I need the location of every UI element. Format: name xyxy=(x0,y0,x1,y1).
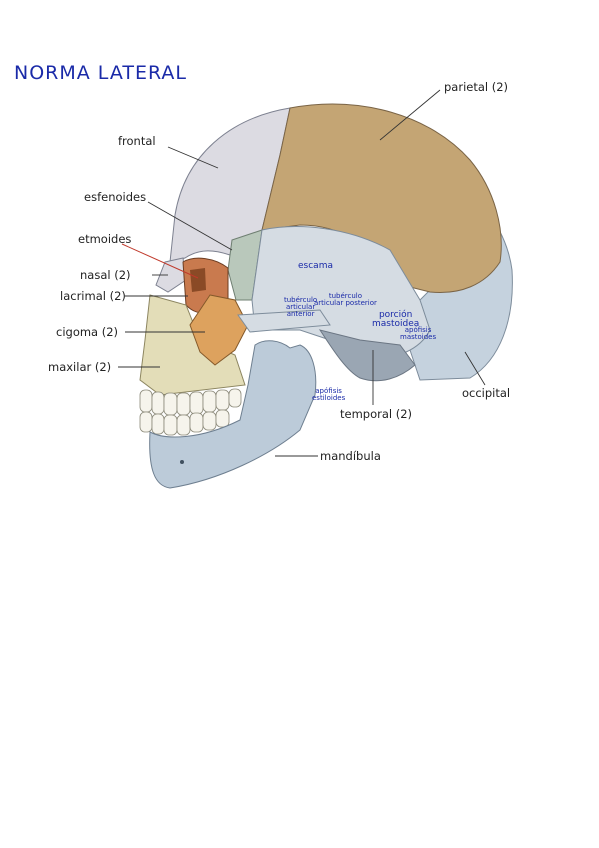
nasal-bone xyxy=(155,257,187,293)
ethmoid-leader-line xyxy=(121,243,199,279)
label-mandibula: mandíbula xyxy=(320,449,381,463)
label-temporal: temporal (2) xyxy=(340,407,413,421)
zygomatic-bone xyxy=(189,294,249,366)
label-etmoides: etmoides xyxy=(78,232,132,246)
zygomatic-arch xyxy=(237,309,331,333)
annotation-apofisis-estiloides: apófisis estiloides xyxy=(312,387,346,402)
annotation-tuberculo-posterior: tubérculo articular posterior xyxy=(314,292,377,307)
maxilla-bone xyxy=(139,294,246,396)
mastoid-region xyxy=(318,329,416,382)
label-esfenoides: esfenoides xyxy=(84,190,147,204)
ethmoid-bone xyxy=(190,268,206,292)
sphenoid-bone xyxy=(227,229,263,301)
label-maxilar: maxilar (2) xyxy=(48,360,112,374)
label-lacrimal: lacrimal (2) xyxy=(60,289,126,303)
leader-lines xyxy=(118,89,486,457)
mandible-bone xyxy=(149,340,317,489)
annotation-porcion-mastoidea: porción mastoidea xyxy=(372,310,420,329)
page-title: NORMA LATERAL xyxy=(14,62,187,84)
mental-foramen xyxy=(180,460,184,464)
annotation-apofisis-mastoides: apófisis mastoides xyxy=(400,326,437,341)
label-nasal: nasal (2) xyxy=(80,268,131,282)
label-occipital: occipital xyxy=(462,386,511,400)
label-cigoma: cigoma (2) xyxy=(56,325,119,339)
teeth xyxy=(139,388,242,436)
label-frontal: frontal xyxy=(118,134,156,148)
annotation-tuberculo-anterior: tubérculo articular anterior xyxy=(284,296,318,318)
label-parietal: parietal (2) xyxy=(444,80,509,94)
annotation-escama: escama xyxy=(298,261,333,271)
